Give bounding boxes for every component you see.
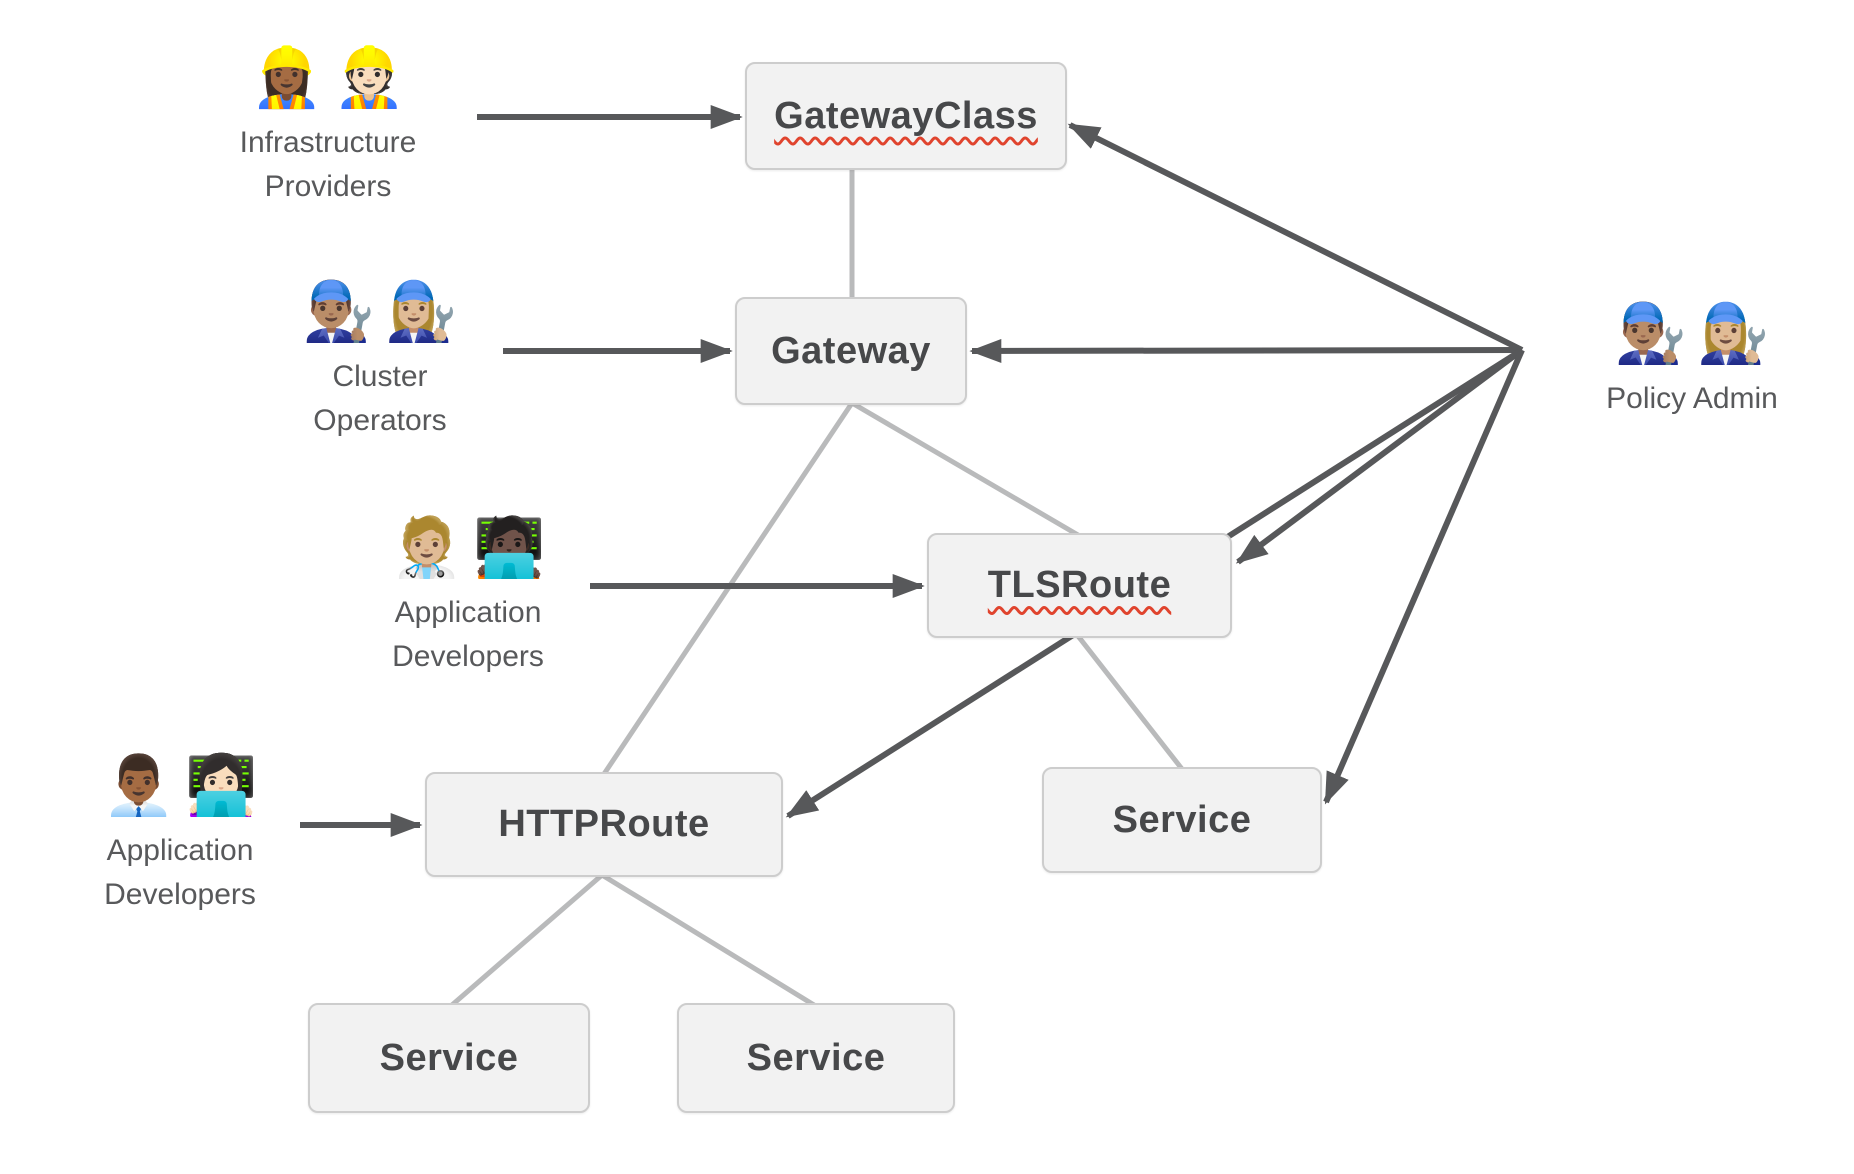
- persona-application-developers-top: 🧑🏼‍⚕️ 🧑🏿‍💻 Application Developers: [288, 504, 648, 678]
- mechanic-icons: 👨🏽‍🔧 👩🏼‍🔧: [1615, 290, 1769, 377]
- node-tlsroute: TLSRoute: [927, 533, 1232, 638]
- persona-label: Infrastructure Providers: [239, 126, 417, 203]
- persona-cluster-operators: 👨🏽‍🔧 👩🏼‍🔧 Cluster Operators: [200, 268, 560, 442]
- persona-label: Policy Admin: [1606, 382, 1778, 415]
- technologist-icon: 🧑🏿‍💻: [473, 515, 546, 580]
- node-service-middle: Service: [1042, 767, 1322, 873]
- edge-httproute-service-right: [600, 872, 816, 1008]
- persona-policy-admin: 👨🏽‍🔧 👩🏼‍🔧 Policy Admin: [1502, 290, 1854, 421]
- node-gateway-label: Gateway: [771, 329, 931, 372]
- man-mechanic-icon: 👨🏽‍🔧: [1614, 301, 1687, 366]
- construction-worker-icons: 👷🏾‍♀️ 👷🏻: [251, 34, 405, 121]
- edge-gateway-tlsroute: [850, 400, 1080, 538]
- node-httproute: HTTPRoute: [425, 772, 783, 877]
- node-tlsroute-label: TLSRoute: [987, 564, 1172, 606]
- node-gatewayclass-label: GatewayClass: [774, 94, 1038, 137]
- woman-mechanic-icon: 👩🏼‍🔧: [1697, 301, 1770, 366]
- arrow-policy-tlsroute: [1235, 347, 1524, 565]
- man-office-worker-icon: 👨🏾‍💼: [102, 753, 175, 818]
- node-service-bottom-right-label: Service: [746, 1036, 886, 1079]
- health-worker-icon: 🧑🏼‍⚕️: [390, 515, 463, 580]
- persona-label: Application Developers: [104, 834, 256, 911]
- node-gatewayclass: GatewayClass: [745, 62, 1067, 170]
- node-gateway: Gateway: [735, 297, 967, 405]
- node-httproute-label: HTTPRoute: [498, 803, 710, 845]
- node-service-middle-label: Service: [1112, 798, 1252, 841]
- node-service-bottom-right: Service: [677, 1003, 955, 1113]
- man-construction-worker-icon: 👷🏻: [333, 45, 406, 110]
- node-service-bottom-left: Service: [308, 1003, 590, 1113]
- developer-icons: 🧑🏼‍⚕️ 🧑🏿‍💻: [391, 504, 545, 591]
- woman-mechanic-icon: 👩🏼‍🔧: [385, 279, 458, 344]
- developer-icons: 👨🏾‍💼 👩🏻‍💻: [103, 742, 257, 829]
- arrow-policy-gateway: [969, 338, 1523, 363]
- persona-label: Application Developers: [392, 596, 544, 673]
- woman-technologist-icon: 👩🏻‍💻: [185, 753, 258, 818]
- edge-tlsroute-service: [1076, 634, 1184, 771]
- arrow-policy-gatewayclass: [1067, 122, 1524, 353]
- persona-application-developers-bottom: 👨🏾‍💼 👩🏻‍💻 Application Developers: [0, 742, 360, 916]
- mechanic-icons: 👨🏽‍🔧 👩🏼‍🔧: [303, 268, 457, 355]
- man-mechanic-icon: 👨🏽‍🔧: [302, 279, 375, 344]
- arrow-policy-service: [1323, 348, 1525, 805]
- persona-label: Cluster Operators: [313, 360, 447, 437]
- woman-construction-worker-icon: 👷🏾‍♀️: [250, 45, 323, 110]
- edge-httproute-service-left: [450, 873, 604, 1007]
- persona-infrastructure-providers: 👷🏾‍♀️ 👷🏻 Infrastructure Providers: [148, 34, 508, 208]
- node-service-bottom-left-label: Service: [379, 1036, 519, 1079]
